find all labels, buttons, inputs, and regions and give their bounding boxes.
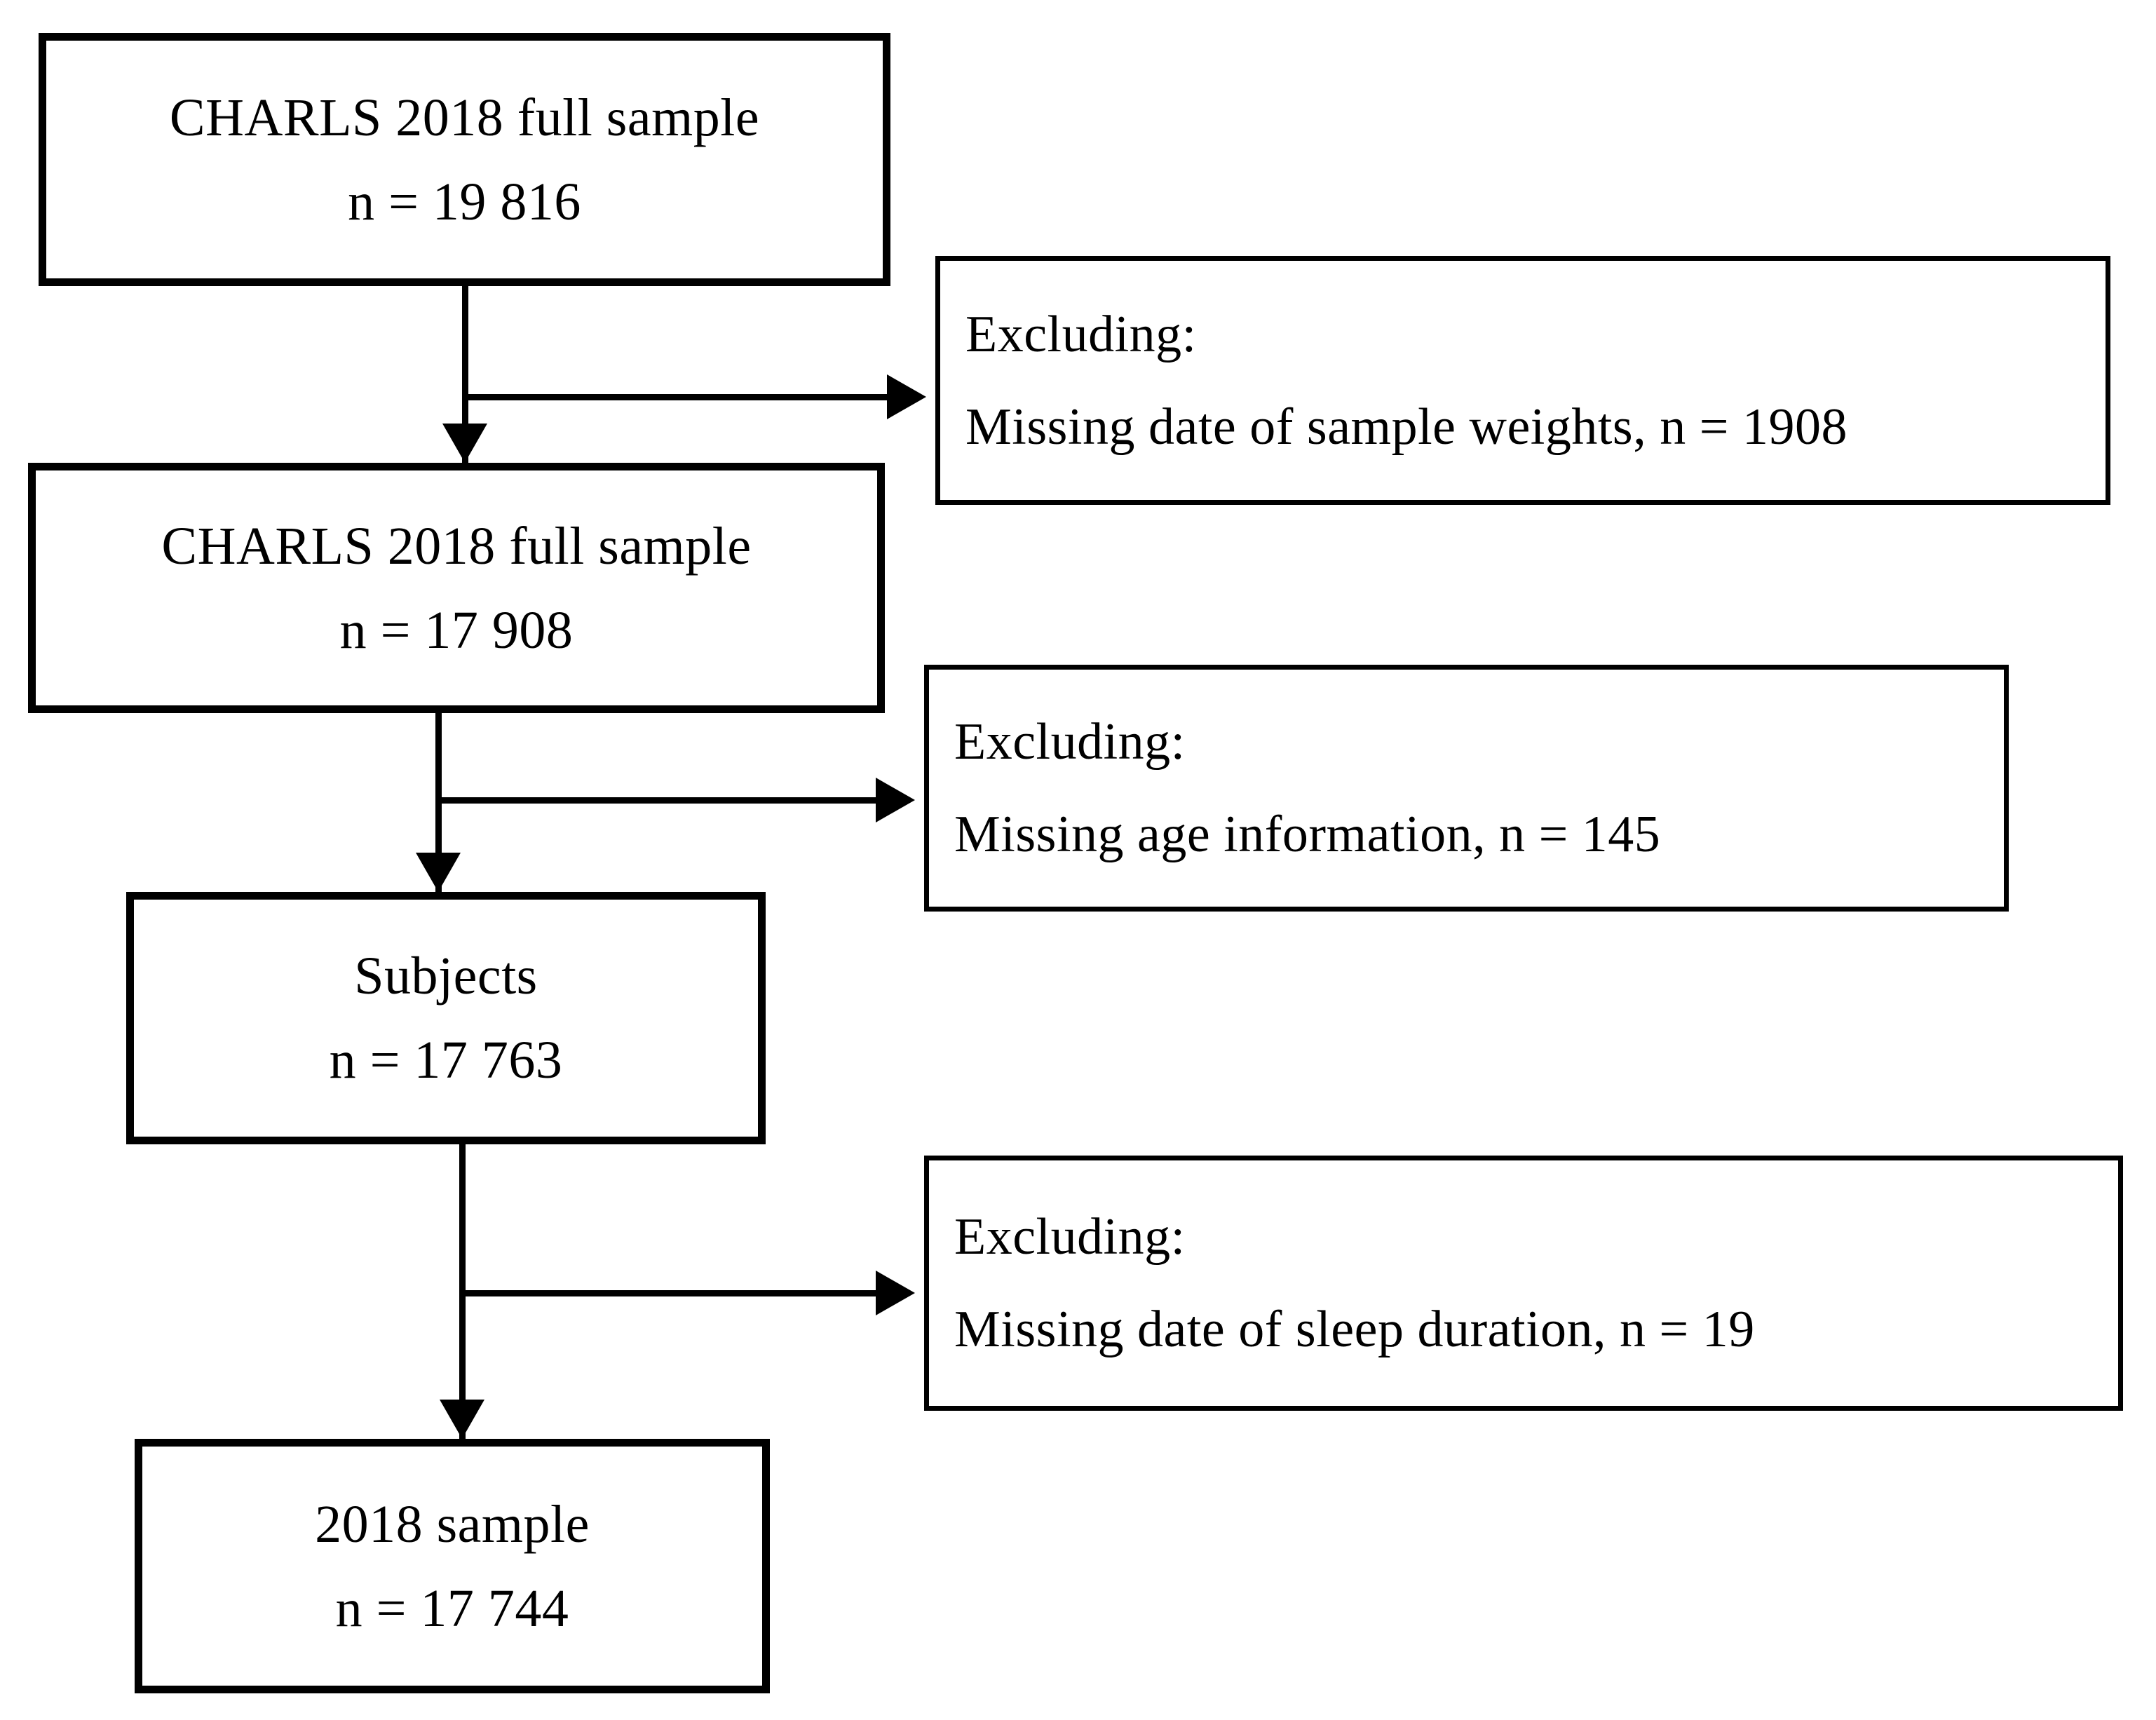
exclusion-header: Excluding: (954, 1208, 1186, 1266)
exclusion-reason: Missing date of sleep duration, n = 19 (954, 1301, 1755, 1358)
node-title: Subjects (354, 947, 538, 1005)
node-charls-2018-full-sample-19816: CHARLS 2018 full sample n = 19 816 (39, 33, 890, 286)
node-count: n = 19 816 (348, 172, 581, 231)
node-count: n = 17 744 (335, 1578, 569, 1638)
arrowhead-to-exclusion1 (887, 374, 926, 419)
arrowhead-to-box3 (416, 853, 461, 892)
exclusion-header: Excluding: (954, 713, 1186, 771)
connector-box2-to-exclusion2-horizontal (435, 797, 879, 804)
connector-box3-to-exclusion3-horizontal (459, 1290, 879, 1296)
node-2018-sample-17744: 2018 sample n = 17 744 (135, 1439, 770, 1693)
arrowhead-to-exclusion2 (876, 778, 915, 822)
arrowhead-to-exclusion3 (876, 1271, 915, 1315)
arrowhead-to-box4 (440, 1400, 484, 1439)
node-title: CHARLS 2018 full sample (169, 88, 760, 147)
connector-box1-to-box2-vertical (462, 286, 468, 463)
arrowhead-to-box2 (442, 424, 487, 463)
exclusion-box-sample-weights: Excluding: Missing date of sample weight… (935, 256, 2110, 505)
exclusion-box-sleep-duration: Excluding: Missing date of sleep duratio… (924, 1156, 2123, 1411)
exclusion-box-age-information: Excluding: Missing age information, n = … (924, 665, 2009, 912)
connector-box1-to-exclusion1-horizontal (462, 394, 890, 400)
exclusion-reason: Missing age information, n = 145 (954, 806, 1661, 863)
exclusion-header: Excluding: (965, 305, 1197, 363)
node-title: 2018 sample (315, 1494, 590, 1554)
node-count: n = 17 763 (329, 1031, 563, 1090)
exclusion-reason: Missing date of sample weights, n = 1908 (965, 398, 1847, 456)
node-title: CHARLS 2018 full sample (161, 516, 752, 576)
node-subjects-17763: Subjects n = 17 763 (126, 892, 766, 1144)
node-count: n = 17 908 (339, 600, 574, 660)
node-charls-2018-full-sample-17908: CHARLS 2018 full sample n = 17 908 (28, 463, 885, 713)
